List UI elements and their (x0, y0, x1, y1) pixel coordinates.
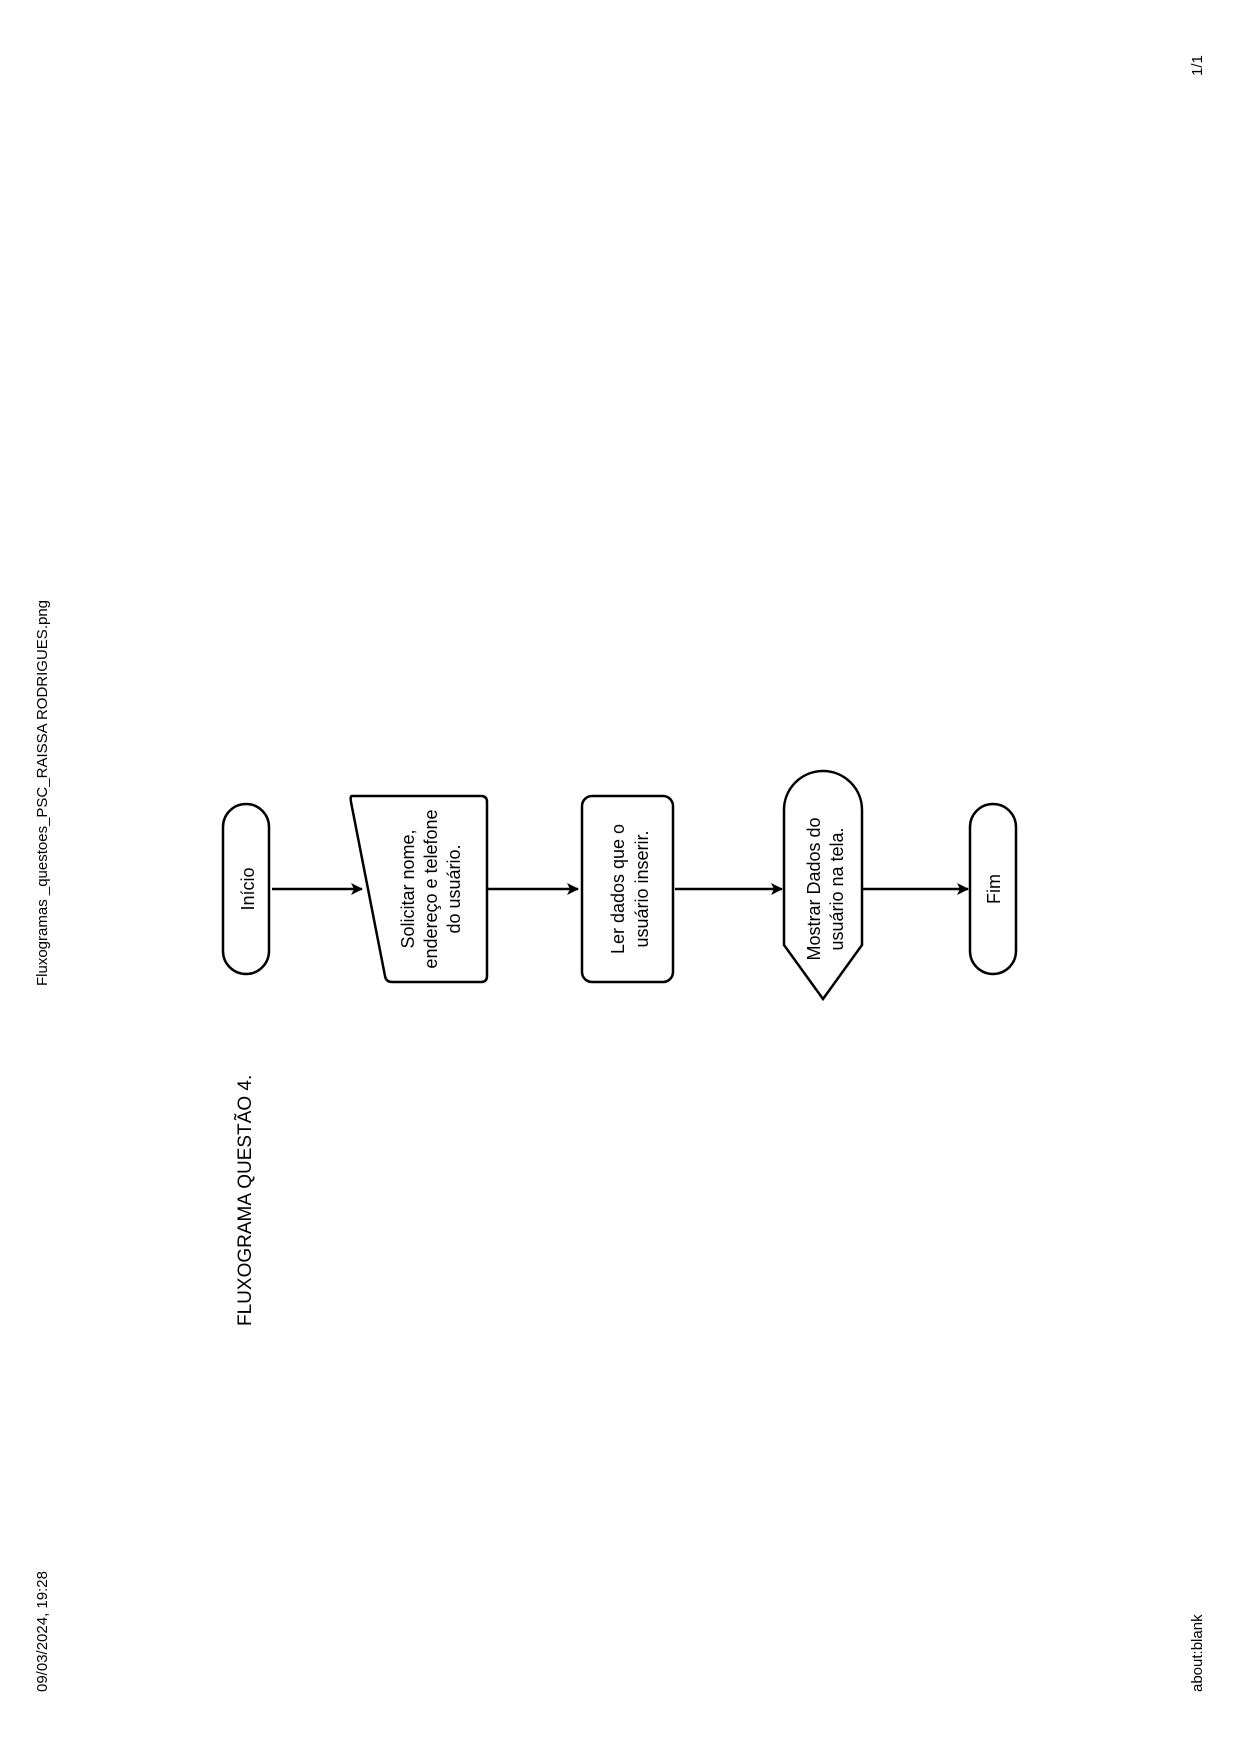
node-solicitar: Solicitar nome, endereço e telefone do u… (349, 794, 489, 984)
node-fim-label: Fim (984, 874, 1004, 904)
node-fim: Fim (968, 802, 1018, 976)
node-inicio-label: Início (238, 867, 258, 910)
node-mostrar: Mostrar Dados do usuário na tela. (782, 769, 864, 1002)
node-ler: Ler dados que o usuário inserir. (580, 794, 675, 984)
node-solicitar-label-2: endereço e telefone (421, 809, 441, 968)
node-mostrar-label-1: Mostrar Dados do (804, 817, 824, 960)
node-ler-label-1: Ler dados que o (608, 824, 628, 954)
node-solicitar-label-3: do usuário. (444, 844, 464, 933)
node-ler-label-2: usuário inserir. (632, 830, 652, 947)
node-solicitar-label-1: Solicitar nome, (398, 829, 418, 948)
node-mostrar-label-2: usuário na tela. (827, 827, 847, 950)
node-inicio: Início (221, 802, 271, 976)
